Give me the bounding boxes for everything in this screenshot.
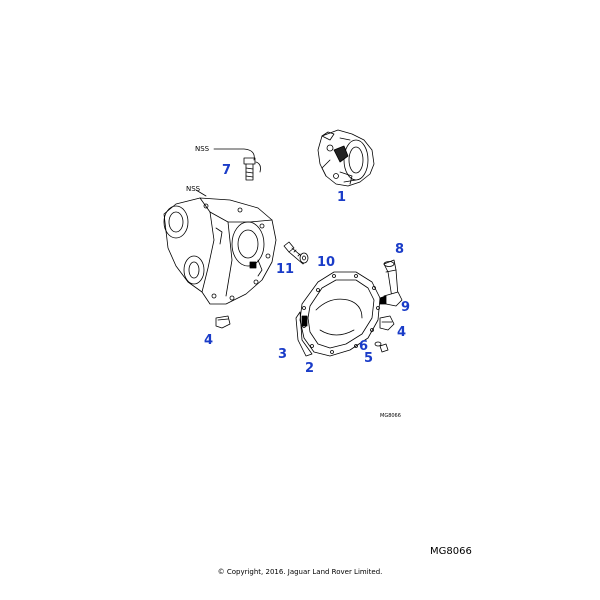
copyright-notice: © Copyright, 2016. Jaguar Land Rover Lim… (217, 568, 383, 576)
nss-label-top: NSS (195, 145, 210, 153)
washer-part-6 (374, 341, 382, 347)
callout-4-left[interactable]: 4 (204, 333, 214, 348)
callout-1[interactable]: 1 (337, 190, 347, 205)
leader-line-nss-body (195, 189, 207, 197)
callout-3[interactable]: 3 (278, 347, 288, 362)
leader-line-nss-top (213, 148, 255, 161)
nss-label-body: NSS (186, 185, 201, 193)
callout-5[interactable]: 5 (364, 351, 374, 366)
callout-6[interactable]: 6 (359, 339, 369, 354)
bolt-part-7 (243, 157, 256, 181)
gasket-part-3 (295, 311, 313, 357)
callout-4-right[interactable]: 4 (397, 325, 407, 340)
callout-7[interactable]: 7 (222, 163, 232, 178)
plug-part-4-left (215, 315, 231, 329)
diagram-small-reference: MG8066 (380, 413, 401, 419)
leader-line-bolt-7 (255, 161, 261, 173)
callout-9[interactable]: 9 (401, 300, 411, 315)
callout-8[interactable]: 8 (395, 242, 405, 257)
callout-11[interactable]: 11 (276, 262, 295, 277)
washer-part-10 (299, 252, 309, 264)
axle-housing-part (163, 197, 277, 305)
callout-10[interactable]: 10 (317, 255, 336, 270)
differential-assembly-part (317, 129, 375, 187)
drain-plug-part-5 (379, 343, 389, 353)
plug-part-4-right (379, 315, 395, 331)
figure-reference: MG8066 (430, 546, 472, 557)
differential-cover-part-2 (299, 271, 381, 357)
callout-2[interactable]: 2 (305, 361, 315, 376)
elbow-connector-part-9 (379, 291, 403, 307)
